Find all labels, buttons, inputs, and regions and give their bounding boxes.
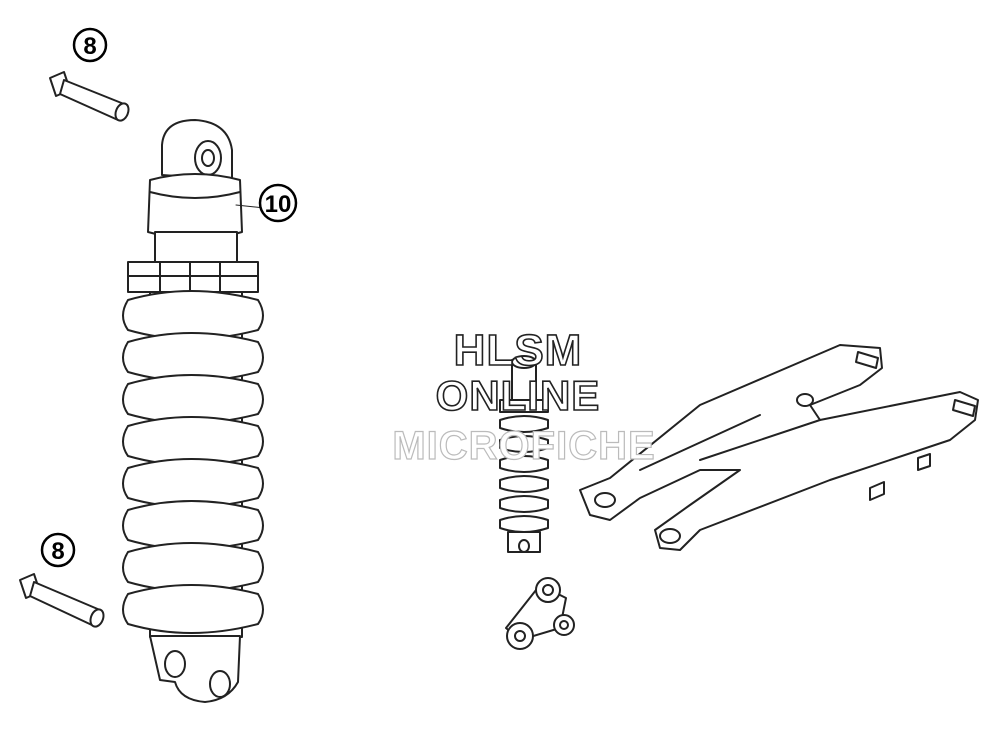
small-shock [499,355,549,553]
watermark-line-1: HLSM [453,325,583,376]
callout-8-top: 8 [72,27,108,63]
callout-8-bottom-label: 8 [51,538,64,565]
callout-10-label: 10 [265,191,292,218]
swingarm [579,344,979,551]
bolt-bottom [19,573,105,628]
watermark-line-3: MICROFICHE [392,423,656,468]
callout-10: 10 [258,183,298,223]
callout-8-top-label: 8 [83,33,96,60]
bolt-top [49,71,130,122]
watermark-line-2: ONLINE [435,371,601,420]
linkage-rocker [505,577,575,650]
shock-absorber [122,119,264,703]
callout-8-bottom: 8 [40,532,76,568]
